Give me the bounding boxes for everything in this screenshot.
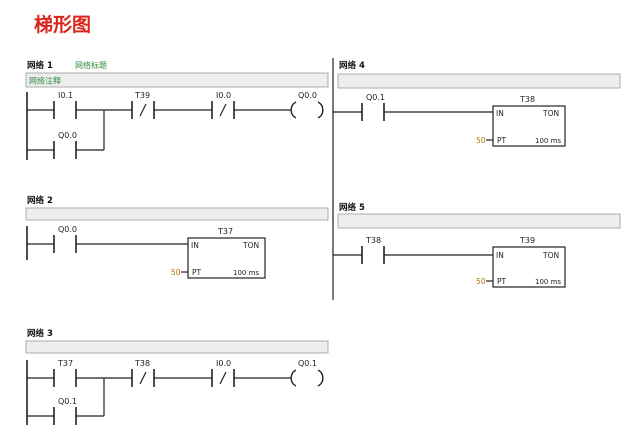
timer-base: 100 ms bbox=[233, 269, 259, 277]
contact-no[interactable] bbox=[53, 407, 77, 425]
timer-type: TON bbox=[542, 109, 559, 118]
timer-in-label: IN bbox=[496, 109, 504, 118]
timer-block[interactable] bbox=[492, 105, 566, 147]
timer-in-label: IN bbox=[496, 251, 504, 260]
contact-no[interactable] bbox=[53, 141, 77, 159]
network-2[interactable]: 网络 2 Q0.0 T37 IN TON 50 PT 100 ms bbox=[25, 195, 329, 279]
contact-label: T38 bbox=[134, 359, 150, 368]
timer-pt-value: 50 bbox=[476, 277, 486, 286]
contact-no[interactable] bbox=[53, 101, 77, 119]
contact-no[interactable] bbox=[361, 246, 385, 264]
contact-label: Q0.1 bbox=[366, 93, 385, 102]
contact-nc[interactable] bbox=[211, 369, 235, 387]
timer-base: 100 ms bbox=[535, 278, 561, 286]
contact-label: T39 bbox=[134, 91, 150, 100]
network-4-header: 网络 4 bbox=[339, 60, 365, 71]
timer-name: T38 bbox=[519, 95, 535, 104]
network-1-comment-bar[interactable] bbox=[25, 72, 329, 88]
contact-label: Q0.1 bbox=[58, 397, 77, 406]
network-1-bar-text: 网络注释 bbox=[29, 76, 61, 86]
contact-label: T37 bbox=[57, 359, 73, 368]
network-1-comment: 网络标题 bbox=[75, 60, 107, 70]
timer-block[interactable] bbox=[492, 246, 566, 288]
timer-pt-label: PT bbox=[192, 268, 202, 277]
contact-label: I0.0 bbox=[216, 359, 231, 368]
contact-label: I0.0 bbox=[216, 91, 231, 100]
timer-pt-label: PT bbox=[497, 136, 507, 145]
timer-base: 100 ms bbox=[535, 137, 561, 145]
contact-label: Q0.0 bbox=[58, 225, 77, 234]
contact-no[interactable] bbox=[53, 369, 77, 387]
contact-nc[interactable] bbox=[211, 101, 235, 119]
timer-type: TON bbox=[542, 251, 559, 260]
network-3-comment-bar[interactable] bbox=[25, 340, 329, 354]
timer-pt-value: 50 bbox=[171, 268, 181, 277]
network-5-comment-bar[interactable] bbox=[337, 213, 621, 229]
timer-block[interactable] bbox=[187, 237, 266, 279]
contact-no[interactable] bbox=[361, 103, 385, 121]
contact-no[interactable] bbox=[53, 235, 77, 253]
network-5[interactable]: 网络 5 T38 T39 IN TON 50 PT 100 ms bbox=[333, 202, 621, 288]
network-1-header: 网络 1 bbox=[27, 60, 53, 71]
timer-name: T39 bbox=[519, 236, 535, 245]
network-2-comment-bar[interactable] bbox=[25, 207, 329, 221]
network-3[interactable]: 网络 3 T37 T38 I0.0 Q0.1 bbox=[25, 328, 329, 425]
coil[interactable] bbox=[290, 101, 324, 119]
network-2-header: 网络 2 bbox=[27, 195, 53, 206]
timer-name: T37 bbox=[217, 227, 233, 236]
contact-nc[interactable] bbox=[131, 101, 155, 119]
coil-label: Q0.0 bbox=[298, 91, 317, 100]
network-3-header: 网络 3 bbox=[27, 328, 53, 339]
contact-label: Q0.0 bbox=[58, 131, 77, 140]
contact-nc[interactable] bbox=[131, 369, 155, 387]
coil[interactable] bbox=[290, 369, 324, 387]
network-4-comment-bar[interactable] bbox=[337, 73, 621, 89]
diagram-title: 梯形图 bbox=[34, 14, 92, 36]
coil-label: Q0.1 bbox=[298, 359, 317, 368]
timer-pt-value: 50 bbox=[476, 136, 486, 145]
contact-label: T38 bbox=[365, 236, 381, 245]
network-4[interactable]: 网络 4 Q0.1 T38 IN TON 50 PT 100 ms bbox=[333, 60, 621, 147]
timer-type: TON bbox=[242, 241, 259, 250]
contact-label: I0.1 bbox=[58, 91, 73, 100]
timer-in-label: IN bbox=[191, 241, 199, 250]
network-5-header: 网络 5 bbox=[339, 202, 365, 213]
network-1[interactable]: 网络 1 网络标题 网络注释 I0.1 T39 I0.0 bbox=[25, 60, 329, 160]
timer-pt-label: PT bbox=[497, 277, 507, 286]
